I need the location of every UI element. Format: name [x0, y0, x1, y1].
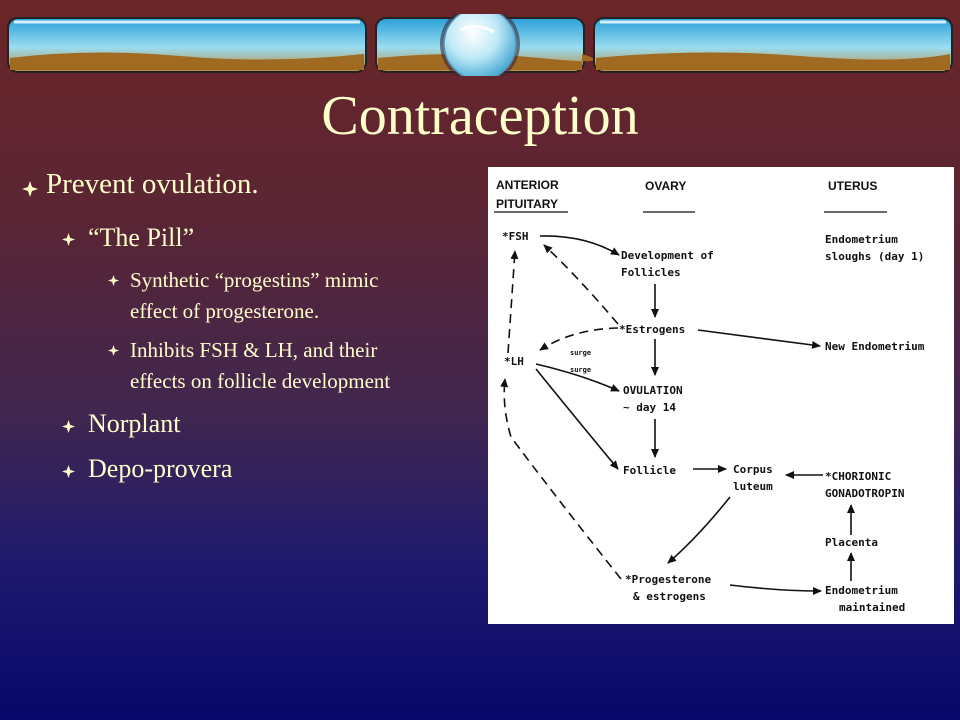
globe-icon — [440, 14, 520, 76]
header-pituitary: PITUITARY — [496, 197, 558, 211]
node-luteum: luteum — [733, 480, 773, 493]
node-development-of: Development of — [621, 249, 714, 262]
arrow-progesterone-to-endometrium — [729, 584, 822, 595]
diamond-bullet-icon — [108, 345, 119, 356]
node-endometrium-sloughs: Endometrium — [825, 233, 898, 246]
node-ovulation-day: ~ day 14 — [623, 401, 676, 414]
node-chorionic: *CHORIONIC — [825, 470, 891, 483]
diamond-bullet-icon — [62, 420, 75, 433]
node-endometrium-maintained: Endometrium — [825, 584, 898, 597]
node-ovulation: OVULATION — [623, 384, 683, 397]
diamond-bullet-icon — [22, 181, 38, 197]
bullet-prevent-ovulation: Prevent ovulation. — [46, 168, 259, 200]
node-follicles: Follicles — [621, 266, 681, 279]
header-anterior: ANTERIOR — [496, 178, 559, 192]
bullet-the-pill: “The Pill” — [88, 223, 195, 252]
header-uterus: UTERUS — [828, 179, 877, 193]
diamond-bullet-icon — [108, 275, 119, 286]
bullet-depo-provera: Depo-provera — [88, 454, 233, 483]
header-banner — [7, 14, 953, 76]
node-sloughs-day1: sloughs (day 1) — [825, 250, 924, 263]
diagram-canvas: ANTERIOR PITUITARY OVARY UTERUS *FSH *LH… — [494, 178, 925, 614]
node-lh: *LH — [504, 355, 524, 368]
arrow-estrogens-to-lh — [539, 327, 619, 351]
arrow-estrogens-to-new-endometrium — [697, 329, 821, 349]
surge-label: surge — [570, 366, 591, 374]
diagram-feedback-arrows — [500, 244, 622, 580]
diamond-bullet-icon — [62, 465, 75, 478]
bullet-inhibits-fsh-lh-line1: Inhibits FSH & LH, and their — [130, 338, 378, 362]
bullet-list: Prevent ovulation. “The Pill” Synthetic … — [22, 168, 391, 483]
header-ovary: OVARY — [645, 179, 686, 193]
node-progesterone: *Progesterone — [625, 573, 711, 586]
node-new-endometrium: New Endometrium — [825, 340, 925, 353]
bullet-synthetic-progestins-line2: effect of progesterone. — [130, 299, 320, 323]
arrow-progesterone-to-lh — [500, 378, 622, 580]
node-maintained: maintained — [839, 601, 905, 614]
banner-panel-right — [593, 17, 953, 73]
bullet-inhibits-fsh-lh-line2: effects on follicle development — [130, 369, 391, 393]
arrow-lh-to-follicle — [535, 368, 619, 470]
banner-panel-left — [7, 17, 367, 73]
slide-title: Contraception — [321, 85, 639, 147]
node-fsh: *FSH — [502, 230, 529, 243]
node-placenta: Placenta — [825, 536, 878, 549]
node-corpus: Corpus — [733, 463, 773, 476]
node-follicle: Follicle — [623, 464, 676, 477]
node-and-estrogens: & estrogens — [633, 590, 706, 603]
hormone-cycle-diagram: ANTERIOR PITUITARY OVARY UTERUS *FSH *LH… — [488, 167, 954, 624]
arrow-fsh-to-development — [539, 235, 620, 256]
diagram-arrows — [535, 235, 855, 595]
surge-label: surge — [570, 349, 591, 357]
node-estrogens: *Estrogens — [619, 323, 685, 336]
diamond-bullet-icon — [62, 233, 75, 246]
arrow-lh-to-fsh — [507, 250, 519, 354]
bullet-norplant: Norplant — [88, 409, 181, 438]
arrow-lh-to-ovulation — [535, 363, 620, 392]
bullet-synthetic-progestins-line1: Synthetic “progestins” mimic — [130, 268, 379, 292]
arrow-corpus-to-progesterone — [667, 496, 731, 564]
arrow-estrogens-to-fsh — [543, 244, 619, 325]
node-gonadotropin: GONADOTROPIN — [825, 487, 904, 500]
